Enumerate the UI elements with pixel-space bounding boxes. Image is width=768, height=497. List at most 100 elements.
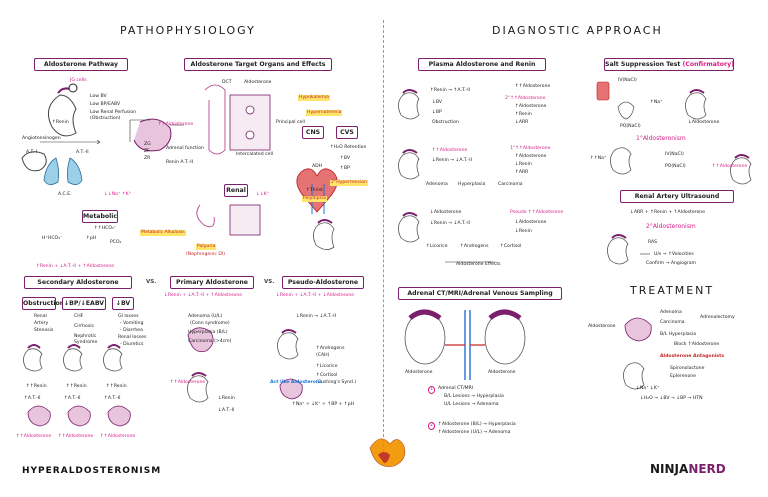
plasma-r3-renin: ↓Renin → ↓A.T.-II <box>430 221 470 226</box>
salt-aldo2: ↑↑Aldosterone <box>712 164 748 169</box>
hypokalemia: Hypokalemia <box>298 95 330 101</box>
section-divider <box>383 20 384 452</box>
low-perfusion: Low Renal Perfusion <box>90 110 137 115</box>
plasma-r1-r1: ↑Aldosterone <box>515 104 547 109</box>
tx-adrenalectomy: Adrenalectomy <box>700 315 735 320</box>
ultrasound-box: Renal Artery Ultrasound <box>620 190 734 203</box>
vs-label-2: VS. <box>264 279 275 285</box>
arrows <box>40 119 650 263</box>
adrenal-drawing-2 <box>313 219 335 250</box>
plasma-r1-label: 2°↑↑Aldosterone <box>505 96 546 101</box>
plasma-r2-r2: ↓Renin <box>515 162 532 167</box>
bp-item-2: Cirrhosis <box>74 324 94 329</box>
obst-item-1: Renal <box>34 314 47 319</box>
ct-aldo-left: Aldosterone <box>405 370 433 375</box>
cvs-box: CVS <box>336 126 358 139</box>
brand-logo-icon <box>369 438 406 467</box>
primary-renin: ↓Renin <box>218 396 235 401</box>
low-bp: Low BP/EABV <box>90 102 121 107</box>
bp-item-1: CHF <box>74 314 84 319</box>
sec-aldo-1: ↑↑Aldosterone <box>16 434 52 439</box>
bp-eabv-box: ↓BP/↓EABV <box>62 297 106 310</box>
us-arr: ↓ARR + ↑Renin + ↑Aldosterone <box>630 210 706 215</box>
ct-line-2: B/L Lesions → Hyperplasia <box>444 394 504 399</box>
polyuria: Polyuria <box>196 244 217 250</box>
ct-mri-box: Adrenal CT/MRI/Adrenal Venous Sampling <box>398 287 562 300</box>
plasma-kidneys <box>398 89 420 243</box>
us-confirm: Confirm → Angiogram <box>646 261 697 266</box>
primary-box: Primary Aldosterone <box>170 276 254 289</box>
plasma-r2-adenoma: Adenoma <box>426 182 448 187</box>
plasma-r2-aldo: ↑↑Aldosterone <box>432 148 468 153</box>
vs-label-1: VS. <box>146 279 157 285</box>
pseudo-cortisol: ↑Cortisol <box>316 373 338 378</box>
plasma-r2-r3: ↑ARR <box>515 170 529 175</box>
primary-drawing <box>187 327 214 403</box>
primary-header-line: ↓Renin + ↓A.T.-II + ↑Aldosterone <box>164 293 243 298</box>
bp-item-4: Syndrome <box>74 340 98 345</box>
zf: ZF <box>144 149 150 154</box>
plasma-r3-r1: ↓Aldosterone <box>515 220 547 225</box>
principal-cell: Principal cell <box>276 120 305 125</box>
h2o-retention: ↑H₂O Retention <box>330 145 367 150</box>
obstruction-note: (Obstruction) <box>90 116 121 121</box>
obstruction-box: Obstruction <box>22 297 64 310</box>
metabolic-box: Metabolic <box>82 210 118 223</box>
ct-kidneys <box>404 309 526 380</box>
bv-up: ↑BV <box>340 156 351 161</box>
plasma-r2-label: 1°↑↑Aldosterone <box>510 146 551 151</box>
low-bv: Low BV <box>90 94 107 99</box>
cns-box: CNS <box>302 126 324 139</box>
plasma-r2-carcinoma: Carcinoma <box>498 182 523 187</box>
pseudo-drawing <box>277 329 303 400</box>
dct-label: DCT <box>222 80 232 85</box>
plasma-r3-androgens: ↑Androgens <box>460 244 489 249</box>
diagnostic-heading: DIAGNOSTIC APPROACH <box>492 24 663 37</box>
plasma-r1-r2: ↑Renin <box>515 112 532 117</box>
plasma-r3-cortisol: ↑Cortisol <box>500 244 522 249</box>
plasma-r3-licorice: ↑Licorice <box>426 244 448 249</box>
ct-number-1: 1 <box>428 386 435 394</box>
obst-item-2: Artery <box>34 321 49 326</box>
tx-na-k: ↓Na⁺ ↓K⁺ <box>636 386 660 391</box>
primary-item-4: Carcinoma (>4cm) <box>188 339 232 344</box>
ct-line-4: ↑Aldosterone (B/L) → Hyperplasia <box>438 422 516 427</box>
pseudo-box: Pseudo-Aldosterone <box>282 276 364 289</box>
pathophysiology-heading: PATHOPHYSIOLOGY <box>120 24 256 37</box>
sec-renin-2: ↑↑Renin <box>66 384 87 389</box>
primary-aldo: ↑↑Aldosterone <box>170 380 206 385</box>
plasma-r1-bv: ↓BV <box>432 100 443 105</box>
jg-cells: JG cells <box>70 78 87 83</box>
salt-po: PO(NaCl) <box>620 124 641 129</box>
hco3-1: ↑↑HCO₃⁻ <box>94 226 117 231</box>
treatment-heading: TREATMENT <box>630 284 715 297</box>
bv-item-1: GI losses <box>118 314 139 319</box>
brand-nerd: NERD <box>688 462 726 476</box>
bp-item-3: Nephrotic <box>74 334 97 339</box>
ct-number-2: 2 <box>428 422 435 430</box>
sec-at2-3: ↑A.T.-II <box>104 396 121 401</box>
kidney-drawing <box>21 83 172 172</box>
bv-item-2: - Vomiting <box>120 321 144 326</box>
plasma-r2-r1: ↑Aldosterone <box>515 154 547 159</box>
salt-low-aldo: ↓Aldosterone <box>688 120 720 125</box>
sec-aldo-2: ↑↑Aldosterone <box>58 434 94 439</box>
plasma-r3-label: Pseudo ↑↑Aldosterone <box>510 210 564 215</box>
plasma-r2-hyperplasia: Hyperplasia <box>458 182 486 187</box>
primary-at2: ↓A.T.-II <box>218 408 235 413</box>
pseudo-renin-at2: ↓Renin → ↓A.T.-II <box>296 314 336 319</box>
na-k: ↓↓Na⁺ ↑K⁺ <box>104 192 132 197</box>
tx-carcinoma: Carcinoma <box>660 320 685 325</box>
zg: ZG <box>144 142 151 147</box>
footer-title: HYPERALDOSTERONISM <box>22 466 162 476</box>
primary-item-2: (Conn syndrome) <box>190 321 230 326</box>
ct-aldo-right: Aldosterone <box>488 370 516 375</box>
us-ras: RAS <box>648 240 658 245</box>
pseudo-licorice: ↑Licorice <box>316 364 338 369</box>
plasma-r1-obst: Obstruction <box>432 120 459 125</box>
at1: A.T.-I <box>26 150 38 155</box>
plasma-r3-aldo: ↓Aldosterone <box>430 210 462 215</box>
hco3-2: H⁺HCO₃⁻ <box>42 236 63 241</box>
ph: ↑pH <box>86 236 97 241</box>
plasma-box: Plasma Aldosterone and Renin <box>418 58 546 71</box>
